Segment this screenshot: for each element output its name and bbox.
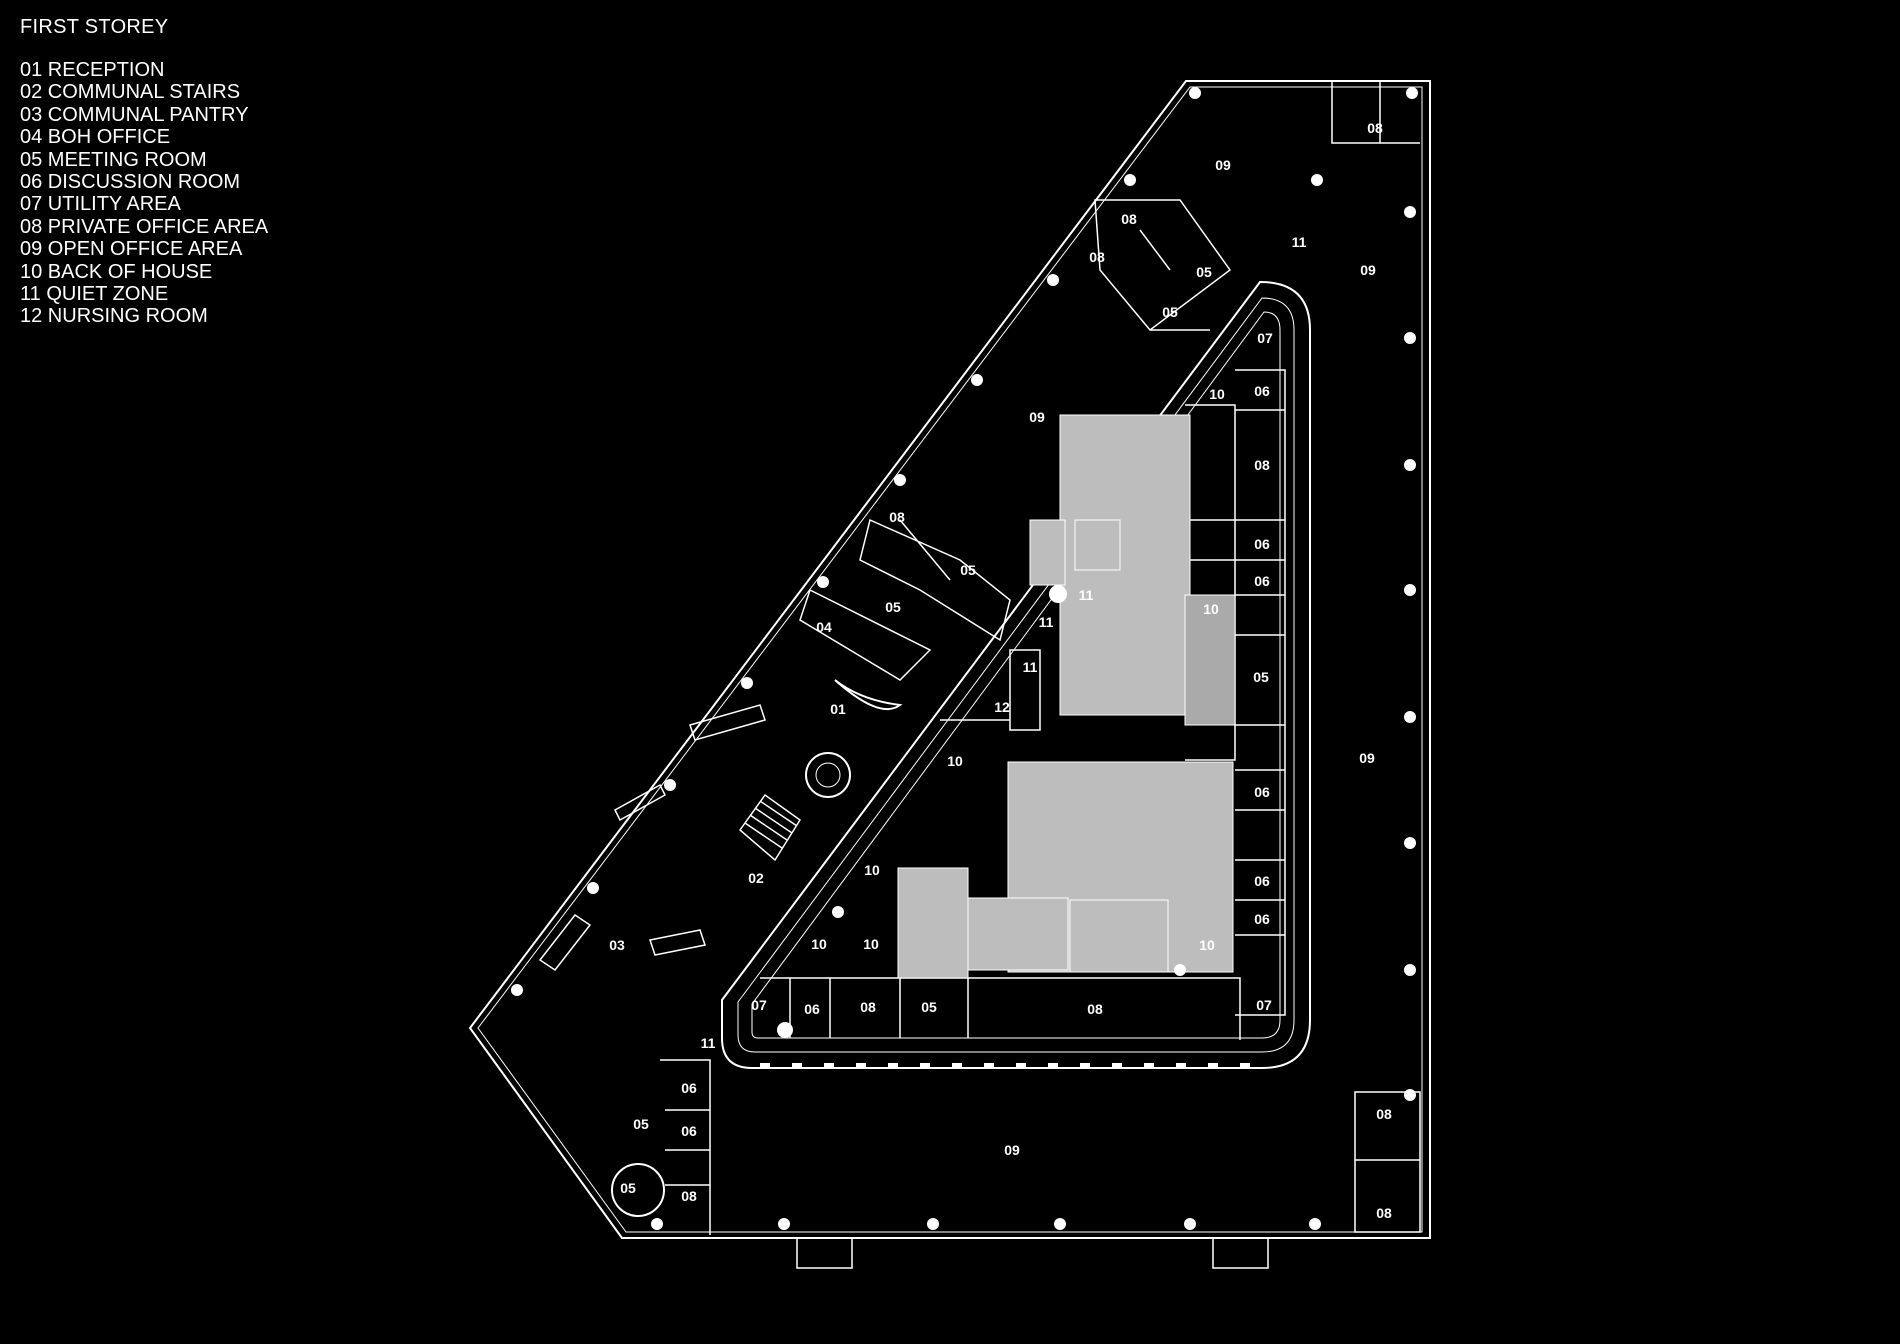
room-label: 10: [811, 936, 827, 952]
room-label: 07: [751, 997, 767, 1013]
stair: [738, 793, 802, 862]
room-label: 10: [863, 936, 879, 952]
room-label: 03: [609, 937, 625, 953]
room-label: 05: [633, 1116, 649, 1132]
projection: [1212, 1237, 1269, 1269]
room-label: 08: [1121, 211, 1137, 227]
legend-title: FIRST STOREY: [20, 16, 169, 38]
room-label: 08: [681, 1188, 697, 1204]
room-label: 05: [921, 999, 937, 1015]
legend-item: 10 BACK OF HOUSE: [20, 260, 213, 283]
room-label: 01: [830, 701, 846, 717]
round-table: [611, 1163, 665, 1217]
room-label: 09: [1215, 157, 1231, 173]
legend-item: 03 COMMUNAL PANTRY: [20, 103, 249, 126]
room-label: 05: [1253, 669, 1269, 685]
partition: [1235, 369, 1286, 1016]
room-label: 06: [1254, 873, 1270, 889]
room-label: 09: [1004, 1142, 1020, 1158]
room-label: 10: [864, 862, 880, 878]
room-label: 08: [1376, 1106, 1392, 1122]
legend-item: 12 NURSING ROOM: [20, 305, 208, 328]
partition: [859, 518, 1011, 642]
partition: [1185, 404, 1236, 761]
room-label: 05: [960, 562, 976, 578]
room-label: 08: [1376, 1205, 1392, 1221]
legend-item: 09 OPEN OFFICE AREA: [20, 238, 243, 261]
legend-item: 02 COMMUNAL STAIRS: [20, 81, 241, 104]
room-label: 06: [681, 1123, 697, 1139]
room-label: 11: [1023, 659, 1038, 675]
room-label: 06: [1254, 784, 1270, 800]
core-block: [1184, 594, 1236, 726]
room-label: 05: [1196, 264, 1212, 280]
room-label: 08: [1254, 457, 1270, 473]
room-label: 07: [1256, 997, 1272, 1013]
partition: [799, 588, 932, 681]
room-label: 10: [1203, 601, 1219, 617]
room-label: 08: [1089, 249, 1105, 265]
legend-item: 08 PRIVATE OFFICE AREA: [20, 215, 269, 238]
room-label: 08: [1367, 120, 1383, 136]
room-label: 06: [1254, 536, 1270, 552]
legend: FIRST STOREY 01 RECEPTION 02 COMMUNAL ST…: [20, 16, 268, 328]
core-block: [967, 897, 1069, 971]
room-label: 08: [889, 509, 905, 525]
ring-corridor-inner2: [751, 311, 1281, 1039]
room-label: 06: [1254, 383, 1270, 399]
legend-item: 04 BOH OFFICE: [20, 126, 171, 149]
building-envelope-inner: [477, 86, 1423, 1233]
partition: [1354, 1091, 1421, 1233]
room-label: 06: [1254, 911, 1270, 927]
room-label: 05: [885, 599, 901, 615]
legend-item: 01 RECEPTION: [20, 59, 165, 81]
room-label: 09: [1029, 409, 1045, 425]
room-label: 08: [1087, 1001, 1103, 1017]
legend-item: 05 MEETING ROOM: [20, 148, 207, 171]
columns: [511, 87, 1418, 1230]
room-label: 11: [701, 1035, 716, 1051]
room-label: 10: [947, 753, 963, 769]
room-label: 11: [1039, 614, 1054, 630]
partition: [1331, 81, 1420, 144]
legend-item: 11 QUIET ZONE: [20, 283, 169, 306]
core-block: [1029, 519, 1066, 586]
reception-desk: [834, 679, 903, 710]
room-label: 10: [1199, 937, 1215, 953]
room-label: 06: [681, 1080, 697, 1096]
room-label: 09: [1359, 750, 1375, 766]
room-label: 06: [804, 1001, 820, 1017]
partition: [1094, 199, 1232, 332]
room-label: 06: [1254, 573, 1270, 589]
round-table-inner: [815, 762, 841, 788]
core-block: [897, 867, 969, 979]
room-label: 11: [1292, 234, 1307, 250]
partition: [940, 649, 1041, 731]
projection: [796, 1237, 853, 1269]
room-label: 09: [1360, 262, 1376, 278]
room-label: 07: [1257, 330, 1273, 346]
core-block: [1074, 519, 1121, 571]
core-block: [1069, 899, 1169, 973]
pantry-tables: [538, 704, 766, 972]
room-label: 11: [1079, 587, 1094, 603]
ring-corridor: [721, 280, 1311, 1069]
room-label: 10: [1209, 386, 1225, 402]
room-label: 02: [748, 870, 764, 886]
ring-corridor-inner: [737, 297, 1295, 1053]
room-label: 08: [860, 999, 876, 1015]
partition: [660, 1059, 711, 1235]
room-label: 05: [1162, 304, 1178, 320]
partition: [760, 977, 1241, 1040]
legend-item: 06 DISCUSSION ROOM: [20, 171, 241, 194]
room-label: 04: [816, 619, 832, 635]
room-label: 12: [994, 699, 1010, 715]
legend-item: 07 UTILITY AREA: [20, 193, 181, 216]
building-envelope: [468, 80, 1431, 1239]
round-table: [805, 752, 851, 798]
room-label: 05: [620, 1180, 636, 1196]
legend-list: 01 RECEPTION 02 COMMUNAL STAIRS 03 COMMU…: [20, 59, 268, 328]
